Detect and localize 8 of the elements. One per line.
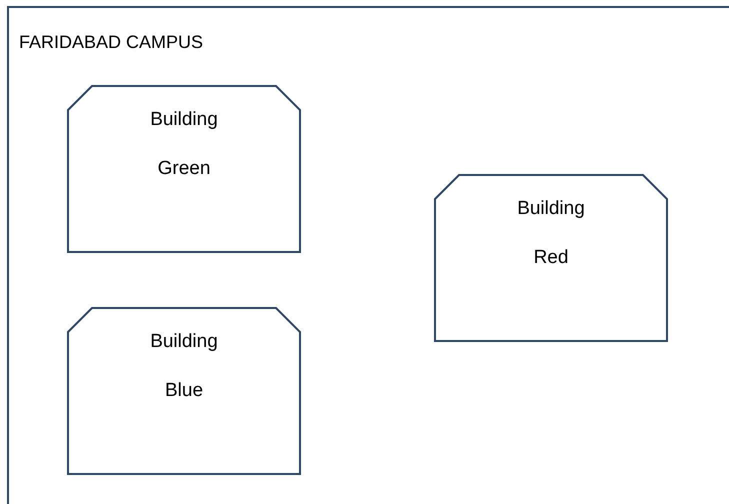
building-name: Red: [534, 247, 568, 269]
building-label: Building: [517, 198, 585, 220]
building-name: Green: [158, 158, 210, 180]
campus-frame: [7, 6, 729, 504]
campus-title: FARIDABAD CAMPUS: [19, 32, 204, 53]
building-name: Blue: [164, 380, 204, 402]
building-label: Building: [150, 331, 218, 353]
building-label: Building: [150, 109, 218, 131]
